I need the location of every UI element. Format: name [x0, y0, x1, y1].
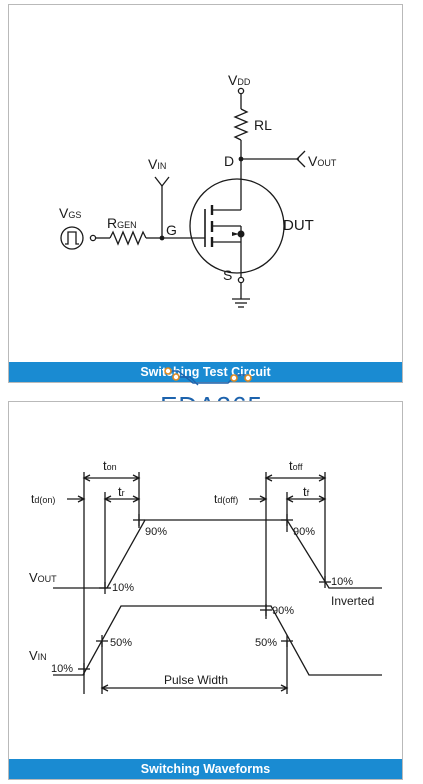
- dut-label: DUT: [283, 217, 314, 234]
- waveform-diagram: ton toff tr tf td(on) td(off) VOUT VIN 9…: [29, 458, 382, 694]
- source-terminal: [237, 276, 245, 284]
- vin-rise-10-label: 10%: [51, 663, 73, 675]
- vout-fall-10-label: 10%: [331, 576, 353, 588]
- drain-label: D: [224, 153, 234, 169]
- vin-fall-50-label: 50%: [255, 637, 277, 649]
- vout-label: VOUT: [308, 153, 337, 169]
- load-resistor: [233, 108, 249, 141]
- waveforms-caption: Switching Waveforms: [9, 759, 402, 779]
- gate-label: G: [166, 222, 177, 238]
- switching-waveforms-panel: ton toff tr tf td(on) td(off) VOUT VIN 9…: [8, 401, 403, 780]
- watermark-icon: [164, 367, 252, 386]
- vdd-terminal: [237, 87, 245, 95]
- circuit-diagram: VDD RL D VOUT VIN VGS RGEN G DUT S: [59, 72, 337, 308]
- vout-rise-10-label: 10%: [112, 582, 134, 594]
- vgs-label: VGS: [59, 205, 81, 221]
- vin-waveform: [53, 605, 382, 676]
- vin-label: VIN: [29, 648, 47, 663]
- rgen-label: RGEN: [107, 215, 137, 231]
- td-on-label: td(on): [31, 492, 55, 506]
- vout-label: VOUT: [29, 570, 57, 585]
- vdd-label: VDD: [228, 72, 251, 88]
- inverted-label: Inverted: [331, 594, 374, 608]
- mosfet-dut: [189, 178, 285, 274]
- pulse-source-icon: [60, 226, 84, 250]
- pulse-width-label: Pulse Width: [164, 673, 228, 687]
- rl-label: RL: [254, 117, 272, 133]
- gate-resistor: [109, 230, 147, 246]
- ton-label: ton: [103, 458, 117, 473]
- tf-label: tf: [303, 484, 310, 499]
- vout-rise-90-label: 90%: [145, 526, 167, 538]
- switching-test-circuit-panel: VDD RL D VOUT VIN VGS RGEN G DUT S Switc…: [8, 4, 403, 383]
- source-label: S: [223, 267, 232, 283]
- vin-fall-90-label: 90%: [272, 605, 294, 617]
- vout-waveform: [53, 519, 382, 589]
- vin-label: VIN: [148, 156, 166, 172]
- vin-rise-50-label: 50%: [110, 637, 132, 649]
- vout-fall-90-label: 90%: [293, 526, 315, 538]
- tr-label: tr: [118, 484, 125, 499]
- toff-label: toff: [289, 458, 303, 473]
- td-off-label: td(off): [214, 492, 238, 506]
